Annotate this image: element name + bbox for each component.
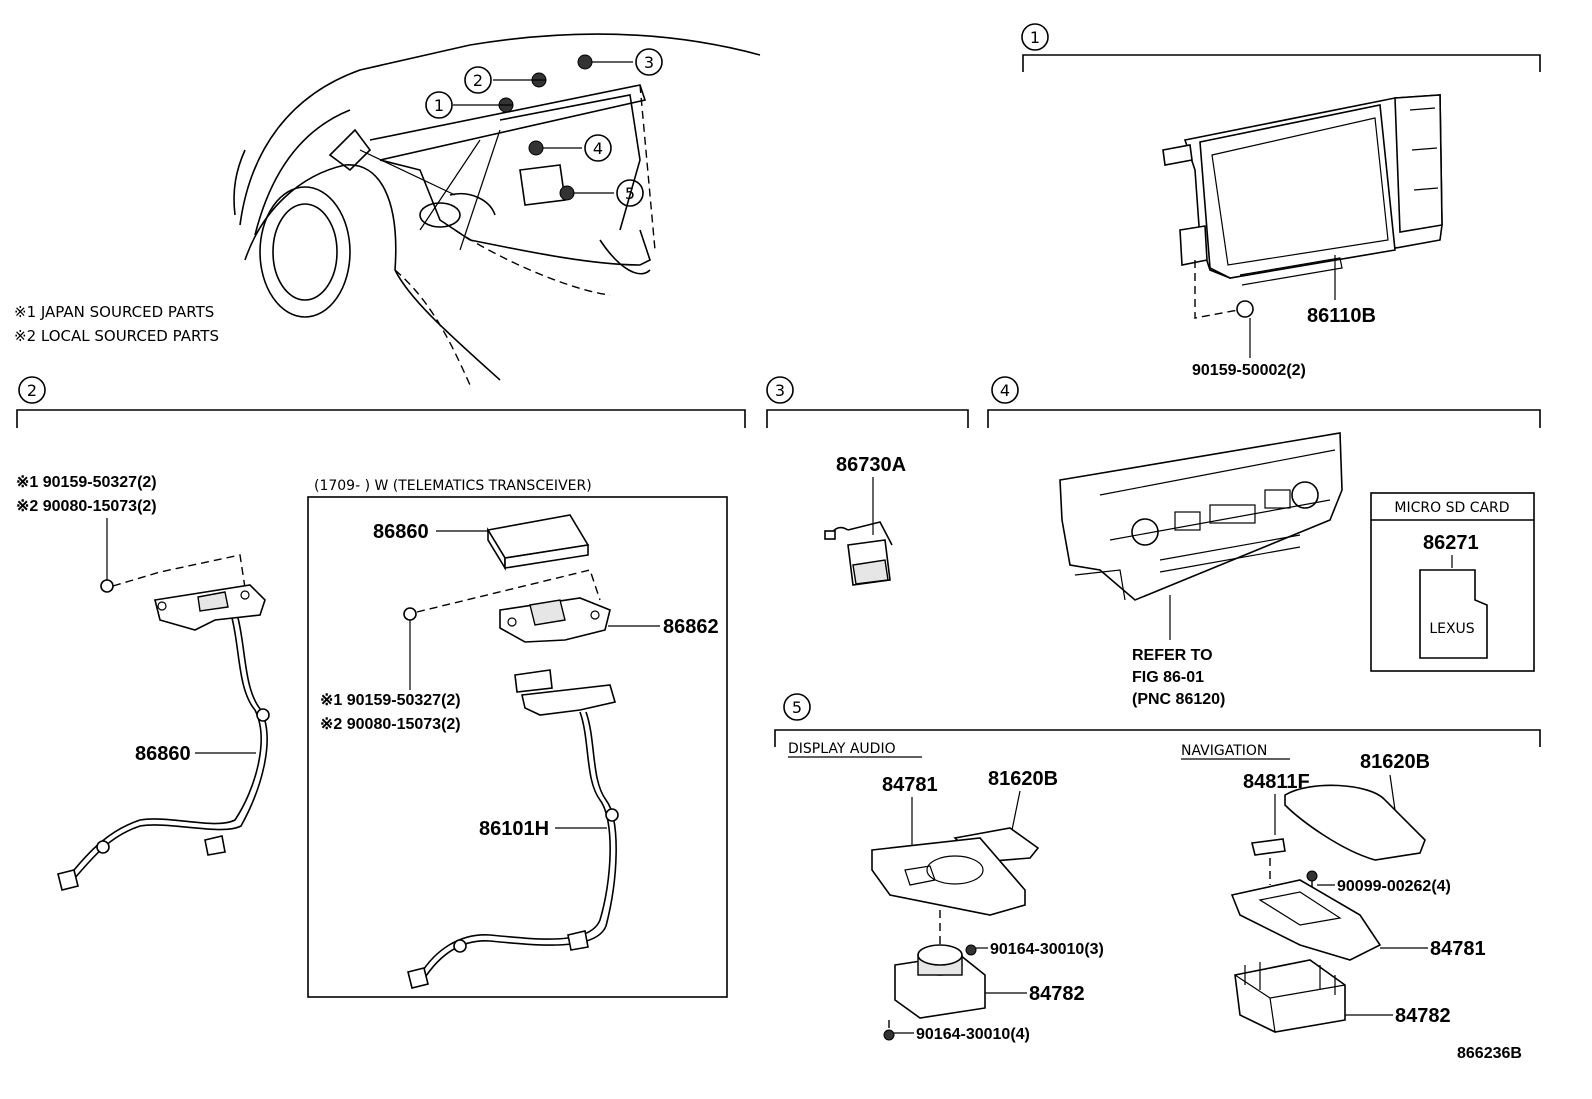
section-1-label: 1: [1030, 28, 1040, 47]
telematics-header: (1709- ) W (TELEMATICS TRANSCEIVER): [314, 478, 592, 494]
part-number-86110B: 86110B: [1307, 305, 1376, 327]
section-4-audio: 4 REFER TO FIG 86-01 (PNC 86120) MICRO S…: [987, 376, 1541, 708]
audio-unit-illustration: [1059, 432, 1343, 601]
transceiver-illustration: [486, 514, 590, 571]
figure-id: 866236B: [1457, 1045, 1522, 1062]
bolt2-note-japan: ※1 90159-50327(2): [320, 692, 461, 709]
part-number-86101H: 86101H: [479, 818, 549, 840]
refer-to-line-3: (PNC 86120): [1132, 691, 1225, 708]
telematics-frame: [307, 496, 728, 998]
section-5-label: 5: [792, 698, 802, 717]
callout-marker-5: 5: [625, 184, 635, 203]
callout-marker-4: 4: [593, 139, 603, 158]
micro-sd-card-frame: [1370, 492, 1535, 672]
part-number-86860-cable: 86860: [135, 743, 191, 765]
micro-sd-card-illustration: LEXUS: [1419, 569, 1488, 659]
section-5-controller: 5 DISPLAY AUDIO NAVIGATION 84781 81620B …: [774, 693, 1541, 1043]
section-1-display: 1 86110B 90159-50002(2): [1021, 23, 1541, 379]
section-3-sensor: 3 86730A: [766, 376, 969, 586]
bolt-note-local: ※2 90080-15073(2): [16, 498, 157, 515]
sensor-illustration: [824, 521, 893, 586]
note-japan-sourced: ※1 JAPAN SOURCED PARTS: [14, 303, 214, 321]
part-number-84811F: 84811F: [1243, 771, 1310, 793]
part-number-84781-nav: 84781: [1430, 938, 1486, 960]
section-2-telematics: 2 ※1 90159-50327(2) ※2 90080-15073(2) 86…: [16, 376, 746, 998]
bracket-86862-illustration: [499, 597, 611, 643]
part-number-90099-00262: 90099-00262(4): [1337, 878, 1451, 895]
part-number-84781-da: 84781: [882, 774, 938, 796]
callout-marker-3: 3: [644, 53, 654, 72]
refer-to-line-2: FIG 86-01: [1132, 669, 1204, 686]
note-local-sourced: ※2 LOCAL SOURCED PARTS: [14, 327, 219, 345]
section-2-label: 2: [27, 381, 37, 400]
part-number-84782-nav: 84782: [1395, 1005, 1451, 1027]
bolt2-note-local: ※2 90080-15073(2): [320, 716, 461, 733]
part-number-86860-transceiver: 86860: [373, 521, 429, 543]
antenna-bracket-illustration: [154, 584, 266, 631]
da-panel-illustration: [871, 837, 1026, 916]
vehicle-overview-illustration: 1 2 3 4 5: [233, 33, 761, 386]
nav-button-illustration: [1251, 838, 1286, 856]
part-number-90164-30010-3: 90164-30010(3): [990, 941, 1104, 958]
part-number-90159-50002: 90159-50002(2): [1192, 362, 1306, 379]
sd-card-logo: LEXUS: [1429, 621, 1474, 637]
wire-bracket-illustration: [514, 669, 617, 716]
part-number-86730A: 86730A: [836, 454, 906, 476]
nav-controller-illustration: [1234, 959, 1346, 1033]
part-number-90164-30010-4: 90164-30010(4): [916, 1026, 1030, 1043]
callout-marker-2: 2: [473, 71, 483, 90]
part-number-86271: 86271: [1423, 532, 1479, 554]
section-4-label: 4: [1000, 381, 1010, 400]
section-3-label: 3: [775, 381, 785, 400]
navigation-header: NAVIGATION: [1181, 743, 1267, 759]
part-number-81620B-da: 81620B: [988, 768, 1058, 790]
refer-to-line-1: REFER TO: [1132, 647, 1213, 664]
display-audio-header: DISPLAY AUDIO: [788, 741, 896, 757]
callout-marker-1: 1: [434, 96, 444, 115]
display-unit-illustration: [1162, 94, 1443, 286]
part-number-86862: 86862: [663, 616, 719, 638]
part-number-84782-da: 84782: [1029, 983, 1085, 1005]
micro-sd-card-header: MICRO SD CARD: [1394, 500, 1509, 516]
nav-panel-illustration: [1230, 879, 1382, 961]
nav-cover-illustration: [1284, 784, 1426, 861]
da-controller-illustration: [894, 944, 986, 1019]
bolt-note-japan: ※1 90159-50327(2): [16, 474, 157, 491]
part-number-81620B-nav: 81620B: [1360, 751, 1430, 773]
